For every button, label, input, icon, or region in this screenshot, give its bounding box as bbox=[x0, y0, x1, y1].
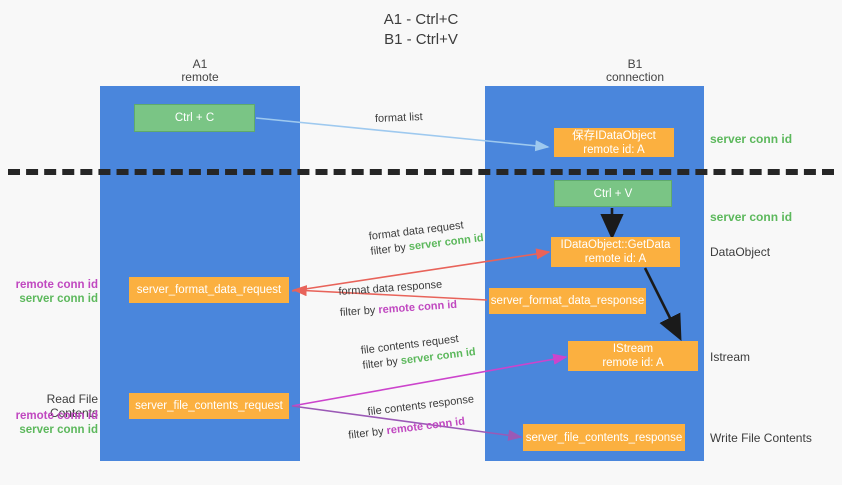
annotation-format-data-request: format data request filter by server con… bbox=[368, 216, 485, 260]
label-write-file-contents: Write File Contents bbox=[710, 431, 812, 445]
column-header-a1: A1 remote bbox=[181, 57, 219, 84]
box-server-format-data-response[interactable]: server_format_data_response bbox=[489, 288, 646, 314]
box-server-file-contents-response[interactable]: server_file_contents_response bbox=[523, 424, 685, 451]
annotation-format-list: format list bbox=[374, 110, 423, 126]
label-server-conn-id-top: server conn id bbox=[710, 132, 793, 146]
box-ctrl-v[interactable]: Ctrl + V bbox=[554, 180, 672, 207]
divider-dashed-line bbox=[8, 169, 834, 175]
box-save-idataobject[interactable]: 保存IDataObject remote id: A bbox=[554, 128, 674, 157]
label-remote-conn-id-2: remote conn id bbox=[15, 410, 98, 422]
box-server-file-contents-request[interactable]: server_file_contents_request bbox=[129, 393, 289, 419]
label-group-conn-ids-top: remote conn id server conn id bbox=[8, 278, 98, 306]
annotation-format-data-response: format data response filter by remote co… bbox=[338, 277, 458, 321]
column-header-b1: B1 connection bbox=[605, 57, 665, 84]
annotation-file-contents-response: file contents response filter by remote … bbox=[345, 392, 477, 443]
box-server-format-data-request[interactable]: server_format_data_request bbox=[129, 277, 289, 303]
label-server-conn-id-1: server conn id bbox=[19, 293, 98, 305]
annotation-file-contents-request: file contents request filter by server c… bbox=[360, 330, 477, 374]
label-read-file-contents: Read File Contents bbox=[46, 392, 98, 420]
box-istream[interactable]: IStream remote id: A bbox=[568, 341, 698, 371]
page-title: A1 - Ctrl+C B1 - Ctrl+V bbox=[383, 11, 459, 48]
label-istream: Istream bbox=[710, 350, 751, 364]
label-group-conn-ids-bottom: remote conn id server conn id bbox=[8, 409, 98, 437]
label-server-conn-id-mid: server conn id bbox=[710, 210, 793, 224]
label-server-conn-id-2: server conn id bbox=[19, 424, 98, 436]
label-remote-conn-id-1: remote conn id bbox=[15, 279, 98, 291]
box-idataobject-getdata[interactable]: IDataObject::GetData remote id: A bbox=[551, 237, 680, 267]
box-ctrl-c[interactable]: Ctrl + C bbox=[134, 104, 255, 132]
label-dataobject: DataObject bbox=[710, 245, 771, 259]
